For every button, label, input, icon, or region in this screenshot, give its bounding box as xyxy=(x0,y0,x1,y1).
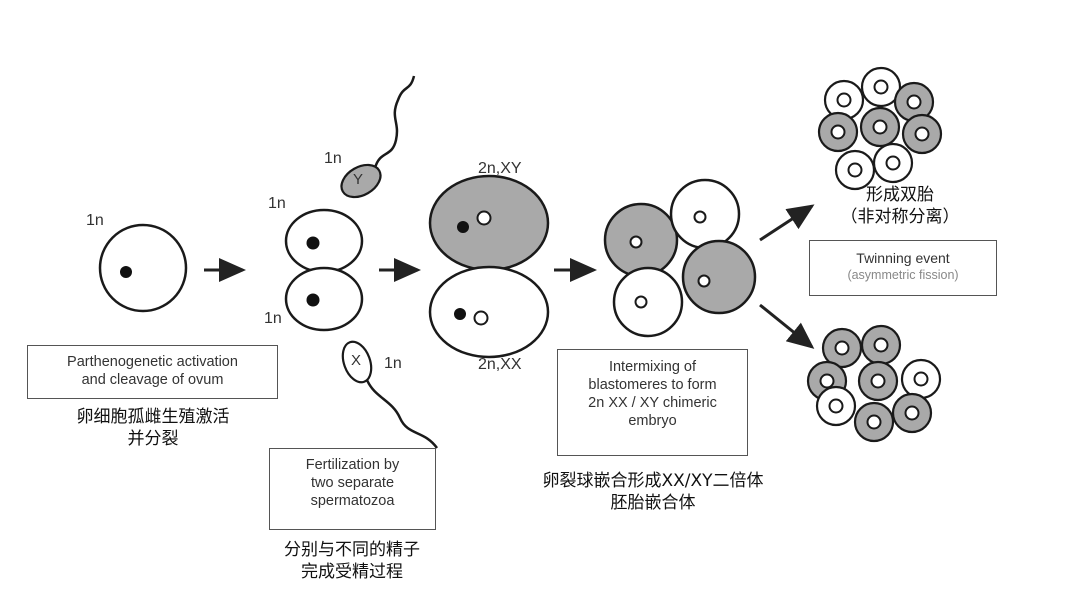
twin-cell-nucleus xyxy=(836,92,852,108)
twin-cell-nucleus xyxy=(819,373,835,389)
sperm-y-ploidy-label: 1n xyxy=(324,150,342,167)
caption-zh-fertilization-line-1: 分别与不同的精子 xyxy=(284,540,420,560)
caption-zh-parthenogenetic: 卵细胞孤雌生殖激活 并分裂 xyxy=(48,406,258,450)
box-parthenogenetic: Parthenogenetic activation and cleavage … xyxy=(27,345,278,399)
twin-cell-nucleus xyxy=(873,337,889,353)
caption-zh-intermixing-line-1: 卵裂球嵌合形成XX/XY二倍体 xyxy=(542,471,764,491)
caption-zh-parthenogenetic-line-2: 并分裂 xyxy=(127,429,179,450)
box-intermixing-line-2: blastomeres to form xyxy=(588,377,717,394)
caption-zh-fertilization-line-2: 完成受精过程 xyxy=(301,562,403,583)
blastomere-xy-ploidy-label: 2n,XY xyxy=(478,160,522,177)
ovum-ploidy-label: 1n xyxy=(86,212,104,229)
sperm-y-head xyxy=(340,163,382,199)
blastomere-xy-maternal-pronucleus xyxy=(457,221,469,233)
two-cell-bottom-ploidy-label: 1n xyxy=(264,310,282,327)
caption-zh-intermixing-line-2: 胚胎嵌合体 xyxy=(610,493,696,514)
chimera-cell-white-bottomleft xyxy=(612,266,684,338)
sperm-y-chromosome-label: Y xyxy=(353,171,364,188)
two-cell-bottom-nucleus xyxy=(306,293,320,307)
twin-cell-nucleus xyxy=(866,414,882,430)
box-parthenogenetic-line-1: Parthenogenetic activation xyxy=(67,354,238,370)
chimera-nuclei xyxy=(629,210,711,309)
caption-zh-parthenogenetic-line-1: 卵细胞孤雌生殖激活 xyxy=(76,407,230,427)
twin-cell-nucleus xyxy=(904,405,920,421)
box-intermixing-line-3: 2n XX / XY chimeric xyxy=(588,395,717,412)
twin-cell-nucleus xyxy=(847,162,863,178)
arrow-down-twin xyxy=(759,303,815,349)
box-intermixing: Intermixing of blastomeres to form 2n XX… xyxy=(557,349,748,456)
ovum-cell xyxy=(98,223,188,313)
twin-cell-nucleus xyxy=(870,373,886,389)
box-intermixing-line-1: Intermixing of xyxy=(608,359,697,375)
blastomere-xx-maternal-pronucleus xyxy=(454,308,466,320)
caption-zh-twinning-line-2: （非对称分离） xyxy=(840,207,960,228)
two-cell-top-ploidy-label: 1n xyxy=(268,195,286,212)
caption-zh-twinning-line-1: 形成双胎 xyxy=(866,185,934,205)
twin-cell-nucleus xyxy=(872,119,888,135)
caption-zh-fertilization: 分别与不同的精子 完成受精过程 xyxy=(262,539,442,583)
caption-zh-twinning: 形成双胎 （非对称分离） xyxy=(840,184,960,228)
box-fertilization-line-3: spermatozoa xyxy=(310,493,395,510)
box-fertilization: Fertilization by two separate spermatozo… xyxy=(269,448,436,530)
box-parthenogenetic-line-2: and cleavage of ovum xyxy=(81,372,224,389)
twin-cell-nucleus xyxy=(885,155,901,171)
box-fertilization-line-2: two separate xyxy=(310,475,395,492)
twin-cell-nucleus xyxy=(830,124,846,140)
two-cell-top xyxy=(284,208,364,274)
twin-cell-nucleus xyxy=(906,94,922,110)
box-twinning: Twinning event (asymmetric fission) xyxy=(809,240,997,296)
caption-zh-intermixing: 卵裂球嵌合形成XX/XY二倍体 胚胎嵌合体 xyxy=(533,470,773,514)
twin-cell-nucleus xyxy=(834,340,850,356)
box-twinning-line-1: Twinning event xyxy=(856,250,950,266)
twin-embryo-bottom xyxy=(806,324,942,443)
blastomere-xx-paternal-pronucleus xyxy=(473,310,489,326)
ovum-nucleus xyxy=(120,266,132,278)
box-twinning-line-2: (asymmetric fission) xyxy=(847,267,959,282)
arrow-up-twin xyxy=(759,204,815,242)
box-fertilization-line-1: Fertilization by xyxy=(305,457,400,473)
blastomere-xx-ploidy-label: 2n,XX xyxy=(478,356,522,373)
twin-cell-nucleus xyxy=(913,371,929,387)
twin-embryo-top xyxy=(817,66,943,191)
box-intermixing-line-4: embryo xyxy=(628,413,677,430)
sperm-y-tail xyxy=(373,75,416,169)
sperm-x-chromosome-label: X xyxy=(351,352,362,369)
sperm-x-ploidy-label: 1n xyxy=(384,355,402,372)
sperm-x-head xyxy=(341,340,373,384)
chimera-cell-gray-right xyxy=(681,239,757,315)
twin-cell-nucleus xyxy=(828,398,844,414)
two-cell-bottom xyxy=(284,266,364,332)
twin-cell-nucleus xyxy=(914,126,930,142)
twin-cell-nucleus xyxy=(873,79,889,95)
blastomere-xy-paternal-pronucleus xyxy=(476,210,492,226)
blastomere-xx xyxy=(428,265,550,359)
sperm-x-tail xyxy=(365,379,439,449)
two-cell-top-nucleus xyxy=(306,236,320,250)
